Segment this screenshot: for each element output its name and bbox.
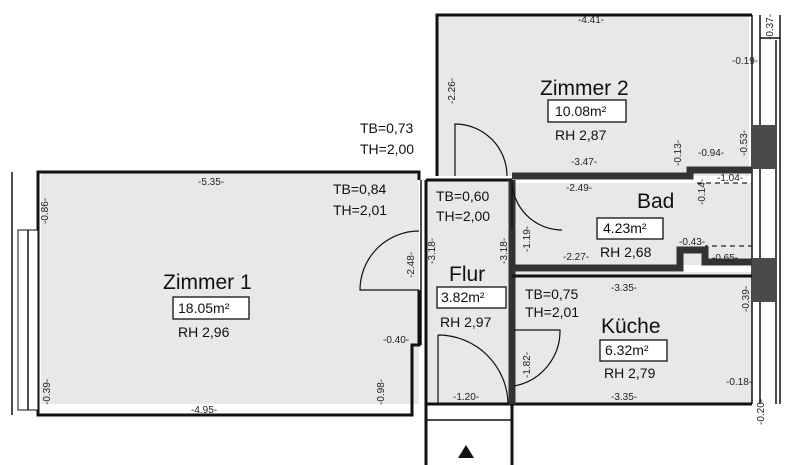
zimmer-2-floor <box>437 16 749 176</box>
flur-area: 3.82m² <box>441 289 485 305</box>
dim-z1-lower-right: -0.98- <box>376 379 387 405</box>
kueche-area: 6.32m² <box>605 342 649 358</box>
dim-flur-left: -3.18- <box>427 238 438 264</box>
dim-k-right-low: -0.18- <box>726 377 752 388</box>
bad-area: 4.23m² <box>603 220 647 236</box>
dim-z2-left: -2.26- <box>447 78 458 104</box>
zimmer-1-area: 18.05m² <box>178 300 230 316</box>
kueche-rh: RH 2,79 <box>604 365 656 381</box>
dim-bad-bottom: -2.27- <box>563 252 589 263</box>
dim-bad-right-b: -1.04- <box>717 173 743 184</box>
kueche-floor <box>514 272 752 404</box>
dim-z2-notch: -0.13- <box>673 140 684 166</box>
dim-z2-pillar-left: -0.53- <box>739 130 750 156</box>
entrance-arrow <box>458 445 474 458</box>
dim-bad-left: -1.19- <box>522 226 533 252</box>
zimmer-1-name: Zimmer 1 <box>163 271 252 294</box>
dim-z1-top: -5.35- <box>198 177 224 188</box>
bad-name: Bad <box>637 190 674 213</box>
dim-z2-right-a: -0.37- <box>765 14 776 40</box>
dim-bad-corner: -0.65- <box>712 253 738 264</box>
dim-z2-right-b: -0.19- <box>732 56 758 67</box>
door-3-width: TB=0,60 <box>436 188 490 204</box>
dim-z2-small: -0.94- <box>698 148 724 159</box>
pillar-top <box>753 125 777 169</box>
dim-flur-bottom: -1.20- <box>453 392 479 403</box>
pillar-bottom <box>753 258 777 302</box>
dim-z1-left: -0.86- <box>40 198 51 224</box>
door-1-height: TH=2,00 <box>360 141 414 157</box>
dim-z2-bottom: -3.47- <box>571 157 597 168</box>
dim-k-right: -0.39- <box>741 286 752 312</box>
dim-bad-top: -2.49- <box>566 183 592 194</box>
door-2-width: TB=0,84 <box>333 181 387 197</box>
door-1-width: TB=0,73 <box>360 120 414 136</box>
zimmer-2-name: Zimmer 2 <box>540 77 629 100</box>
dim-bad-notch: -0.43- <box>679 237 705 248</box>
bad-rh: RH 2,68 <box>600 244 652 260</box>
zimmer-1-floor <box>41 172 419 404</box>
door-swings <box>359 123 563 405</box>
dim-z1-right: -2.48- <box>406 252 417 278</box>
dim-k-bottom: -3.35- <box>611 392 637 403</box>
door-3-height: TH=2,00 <box>436 208 490 224</box>
walls <box>11 13 781 465</box>
door-2-height: TH=2,01 <box>333 202 387 218</box>
zimmer-1-rh: RH 2,96 <box>178 324 230 340</box>
flur-name: Flur <box>449 263 485 286</box>
dim-z1-bottom: -4.95- <box>191 405 217 416</box>
door-4-width: TB=0,75 <box>525 286 579 302</box>
zimmer-2-area: 10.08m² <box>555 103 607 119</box>
dim-z2-top: -4.41- <box>578 15 604 26</box>
zimmer-2-rh: RH 2,87 <box>555 127 607 143</box>
kueche-name: Küche <box>601 315 661 338</box>
flur-rh: RH 2,97 <box>440 314 492 330</box>
dim-k-corner: -0.20- <box>756 399 767 425</box>
dim-k-left: -1.82- <box>522 352 533 378</box>
dim-k-top: -3.35- <box>611 283 637 294</box>
dim-bad-right: -0.14- <box>697 179 708 205</box>
dim-z1-notch: -0.40- <box>383 335 409 346</box>
dim-flur-right: -3.18- <box>499 238 510 264</box>
dim-z1-left-low: -0.39- <box>42 379 53 405</box>
door-4-height: TH=2,01 <box>525 304 579 320</box>
